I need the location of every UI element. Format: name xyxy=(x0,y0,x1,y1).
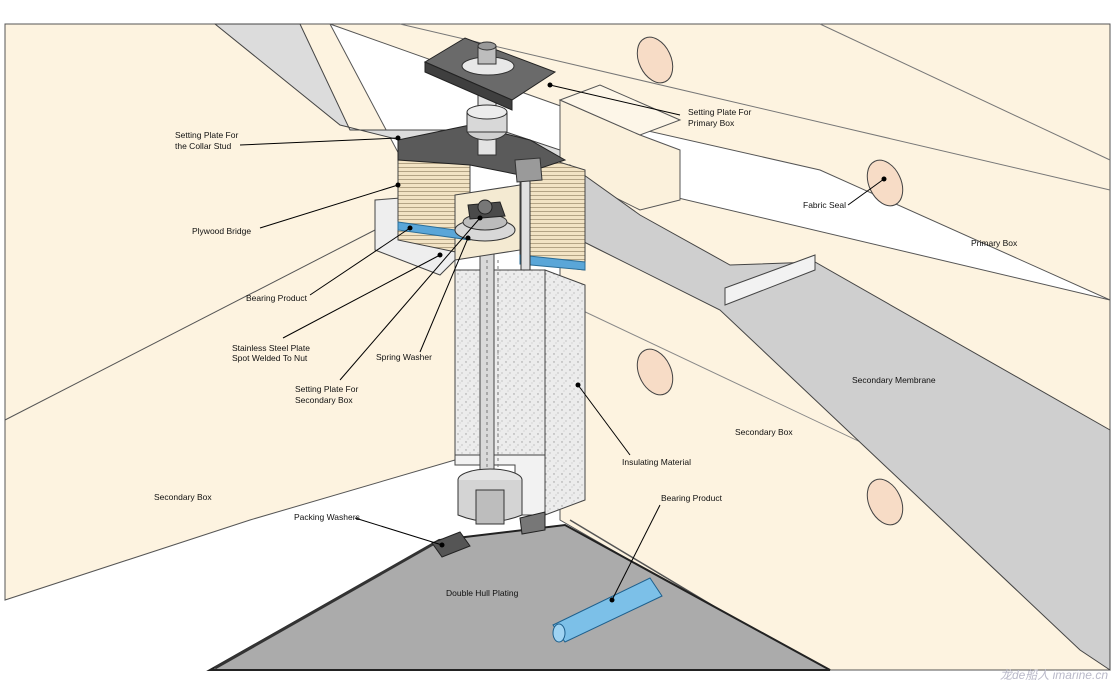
label-bearing-product-left: Bearing Product xyxy=(246,293,308,303)
label-fabric-seal: Fabric Seal xyxy=(803,200,846,210)
label-spring-washer: Spring Washer xyxy=(376,352,432,362)
primary-setting-plate xyxy=(423,37,557,111)
label-setting-plate-collar-stud: Setting Plate For the Collar Stud xyxy=(175,130,241,151)
secondary-membrane xyxy=(559,164,1111,671)
primary-box-panel xyxy=(329,23,1111,301)
spring-washer-assembly xyxy=(454,199,516,242)
bearing-product-tube xyxy=(552,577,663,643)
label-setting-plate-primary: Setting Plate For Primary Box xyxy=(688,107,754,128)
label-stainless-plate: Stainless Steel Plate Spot Welded To Nut xyxy=(232,343,312,363)
label-insulating-material: Insulating Material xyxy=(622,457,691,467)
watermark: 龙de船人 imarine.cn xyxy=(999,668,1108,682)
packing-washers xyxy=(431,468,546,558)
label-secondary-box-right: Secondary Box xyxy=(735,427,793,437)
label-secondary-membrane: Secondary Membrane xyxy=(852,375,936,385)
secondary-box-left-panel xyxy=(4,23,456,601)
label-plywood-bridge: Plywood Bridge xyxy=(192,226,251,236)
insulating-column-front xyxy=(454,269,546,456)
label-bearing-product-right: Bearing Product xyxy=(661,493,723,503)
leader-lines xyxy=(239,82,887,603)
insulating-column-side xyxy=(544,269,586,516)
label-double-hull: Double Hull Plating xyxy=(446,588,519,598)
label-primary-box: Primary Box xyxy=(971,238,1018,248)
label-packing-washers: Packing Washers xyxy=(294,512,360,522)
label-setting-plate-secondary: Setting Plate For Secondary Box xyxy=(295,384,361,405)
fabric-seal-holes xyxy=(636,36,904,526)
label-secondary-box-left: Secondary Box xyxy=(154,492,212,502)
